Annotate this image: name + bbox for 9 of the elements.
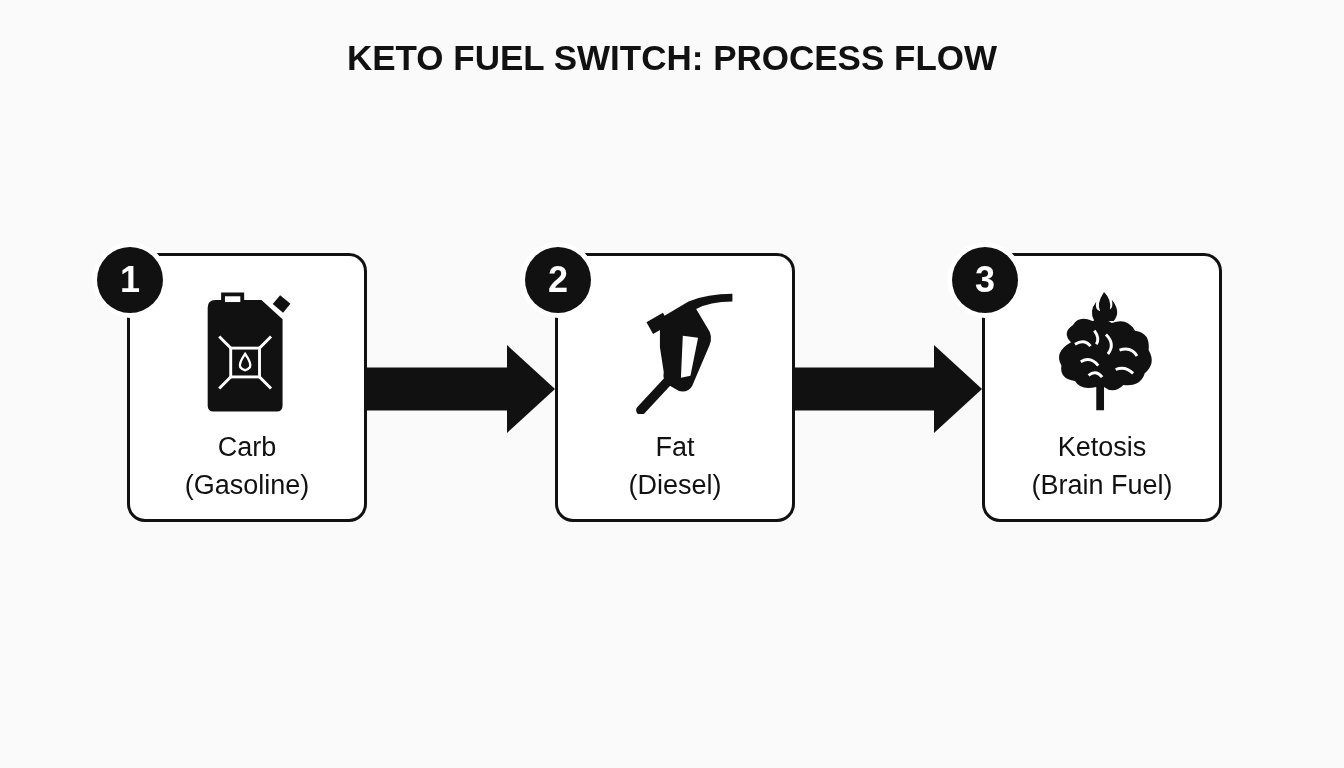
step-label: Ketosis — [1056, 431, 1148, 464]
block-arrow — [367, 345, 555, 433]
diagram-title: KETO FUEL SWITCH: PROCESS FLOW — [345, 38, 999, 78]
step-label: Carb — [216, 431, 278, 464]
block-arrow — [795, 345, 982, 433]
step-label: (Gasoline) — [183, 469, 311, 502]
step-label: (Diesel) — [627, 469, 723, 502]
step-label: (Brain Fuel) — [1030, 469, 1174, 502]
step-label: Fat — [654, 431, 696, 464]
